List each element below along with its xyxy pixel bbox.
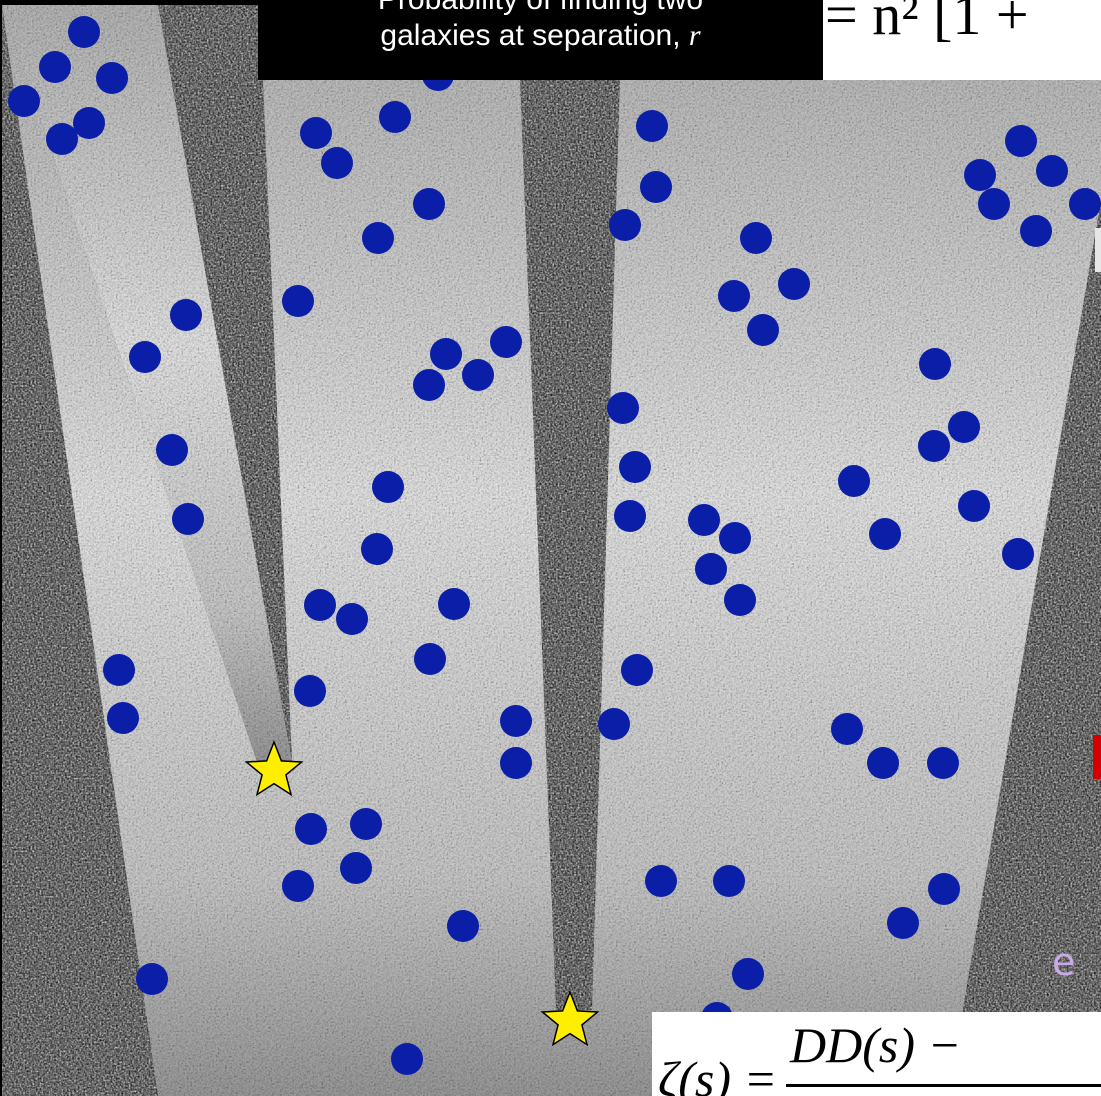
galaxy-marker bbox=[129, 341, 161, 373]
galaxy-marker bbox=[636, 110, 668, 142]
galaxy-marker bbox=[598, 708, 630, 740]
galaxy-marker bbox=[867, 747, 899, 779]
galaxy-marker bbox=[719, 522, 751, 554]
galaxy-marker bbox=[96, 62, 128, 94]
equation-bottom-fragment: ζ(s) = DD(s) − bbox=[652, 1012, 1101, 1096]
galaxy-marker bbox=[300, 117, 332, 149]
galaxy-marker bbox=[640, 171, 672, 203]
equation-top-fragment: = n² [1 + bbox=[823, 0, 1101, 80]
galaxy-marker bbox=[438, 588, 470, 620]
galaxy-marker bbox=[172, 503, 204, 535]
galaxy-marker bbox=[107, 702, 139, 734]
galaxy-marker bbox=[695, 553, 727, 585]
right-edge-white-fragment bbox=[1095, 228, 1101, 272]
galaxy-marker bbox=[282, 285, 314, 317]
survey-wedges bbox=[2, 5, 1101, 1096]
galaxy-marker bbox=[500, 747, 532, 779]
galaxy-markers bbox=[8, 16, 1101, 1075]
galaxy-marker bbox=[1005, 125, 1037, 157]
galaxy-marker bbox=[964, 159, 996, 191]
galaxy-marker bbox=[688, 504, 720, 536]
galaxy-marker bbox=[778, 268, 810, 300]
galaxy-marker bbox=[607, 392, 639, 424]
galaxy-marker bbox=[621, 654, 653, 686]
galaxy-marker bbox=[887, 907, 919, 939]
galaxy-marker bbox=[500, 705, 532, 737]
observer-star-icon bbox=[244, 739, 304, 797]
galaxy-marker bbox=[413, 188, 445, 220]
galaxy-marker bbox=[336, 603, 368, 635]
galaxy-marker bbox=[831, 713, 863, 745]
galaxy-marker bbox=[1020, 215, 1052, 247]
survey-wedge-left bbox=[2, 5, 292, 762]
equation-numerator: DD(s) − bbox=[790, 1017, 962, 1073]
galaxy-marker bbox=[609, 209, 641, 241]
galaxy-marker bbox=[170, 299, 202, 331]
galaxy-marker bbox=[39, 51, 71, 83]
right-edge-red-fragment bbox=[1093, 735, 1101, 779]
galaxy-marker bbox=[103, 654, 135, 686]
caption-line-2: galaxies at separation, r bbox=[258, 18, 823, 54]
galaxy-marker bbox=[614, 500, 646, 532]
galaxy-marker bbox=[430, 338, 462, 370]
fraction-bar bbox=[786, 1084, 1101, 1087]
galaxy-marker bbox=[948, 411, 980, 443]
galaxy-marker bbox=[724, 584, 756, 616]
galaxy-marker bbox=[928, 873, 960, 905]
galaxy-marker bbox=[1069, 188, 1101, 220]
galaxy-marker bbox=[156, 434, 188, 466]
galaxy-marker bbox=[927, 747, 959, 779]
galaxy-marker bbox=[294, 675, 326, 707]
galaxy-marker bbox=[304, 589, 336, 621]
galaxy-marker bbox=[350, 808, 382, 840]
probability-caption: Probability of finding two galaxies at s… bbox=[258, 0, 823, 80]
caption-separation-variable: r bbox=[688, 19, 701, 52]
galaxy-marker bbox=[73, 107, 105, 139]
galaxy-marker bbox=[282, 870, 314, 902]
right-edge-text-fragment: e bbox=[1052, 940, 1076, 984]
caption-line-1: Probability of finding two bbox=[258, 0, 823, 18]
galaxy-marker bbox=[740, 222, 772, 254]
galaxy-marker bbox=[1036, 155, 1068, 187]
galaxy-marker bbox=[136, 963, 168, 995]
galaxy-marker bbox=[869, 518, 901, 550]
galaxy-marker bbox=[46, 123, 78, 155]
equation-top-text: = n² [1 + bbox=[825, 0, 1029, 47]
galaxy-marker bbox=[838, 465, 870, 497]
galaxy-marker bbox=[918, 430, 950, 462]
galaxy-marker bbox=[295, 813, 327, 845]
galaxy-marker bbox=[391, 1043, 423, 1075]
galaxy-marker bbox=[919, 348, 951, 380]
observer-stars bbox=[244, 739, 600, 1047]
galaxy-marker bbox=[732, 958, 764, 990]
galaxy-marker bbox=[340, 852, 372, 884]
galaxy-marker bbox=[1002, 538, 1034, 570]
equation-lhs: ζ(s) = bbox=[658, 1051, 778, 1096]
galaxy-marker bbox=[747, 314, 779, 346]
galaxy-marker bbox=[645, 865, 677, 897]
galaxy-marker bbox=[978, 188, 1010, 220]
galaxy-marker bbox=[372, 471, 404, 503]
galaxy-marker bbox=[361, 533, 393, 565]
galaxy-marker bbox=[321, 147, 353, 179]
galaxy-marker bbox=[462, 359, 494, 391]
caption-line-2-text: galaxies at separation, bbox=[380, 19, 689, 52]
galaxy-marker bbox=[362, 222, 394, 254]
galaxy-marker bbox=[713, 865, 745, 897]
survey-wedge-bottom bbox=[2, 5, 1101, 1096]
galaxy-marker bbox=[8, 85, 40, 117]
galaxy-marker bbox=[958, 490, 990, 522]
galaxy-marker bbox=[68, 16, 100, 48]
galaxy-marker bbox=[619, 451, 651, 483]
galaxy-marker bbox=[413, 369, 445, 401]
observer-star-icon bbox=[540, 989, 600, 1047]
galaxy-marker bbox=[447, 910, 479, 942]
galaxy-marker bbox=[414, 643, 446, 675]
galaxy-marker bbox=[718, 280, 750, 312]
galaxy-marker bbox=[490, 326, 522, 358]
galaxy-marker bbox=[379, 101, 411, 133]
